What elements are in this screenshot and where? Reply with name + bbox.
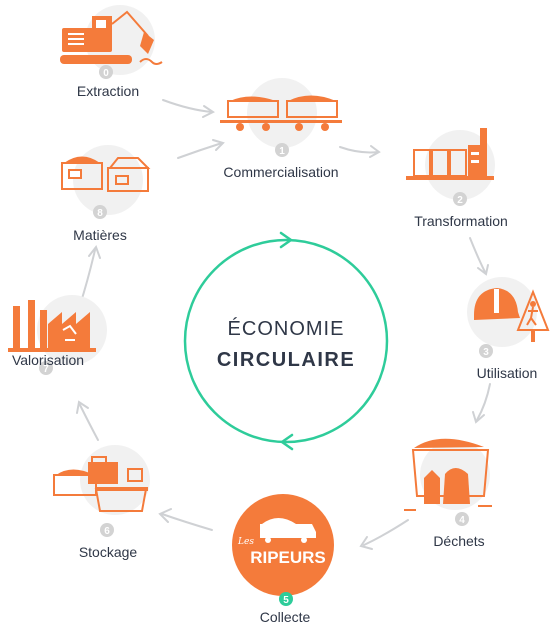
step-matieres: 8 Matières bbox=[61, 145, 151, 243]
step-label: Déchets bbox=[433, 533, 484, 549]
helmet-roadwork-icon bbox=[474, 288, 550, 342]
cycle-arrow-bottom bbox=[279, 433, 294, 451]
les-ripeurs-logo bbox=[232, 494, 334, 596]
cycle-arrows bbox=[76, 99, 491, 550]
waste-container-icon bbox=[404, 438, 492, 511]
material-boxes-icon bbox=[61, 156, 151, 192]
step-number: 0 bbox=[103, 68, 109, 79]
step-number: 7 bbox=[43, 364, 49, 375]
step-utilisation: 3 Utilisation bbox=[467, 277, 550, 381]
cycle-arrow-top bbox=[279, 231, 294, 249]
step-label-visible: Valorisation bbox=[12, 352, 84, 368]
step-collecte: Les RIPEURS 5 Collecte bbox=[232, 494, 334, 625]
logo-big-text: RIPEURS bbox=[250, 548, 326, 567]
step-extraction: 0 Extraction bbox=[60, 5, 163, 99]
step-label: Extraction bbox=[77, 83, 139, 99]
step-label: Utilisation bbox=[477, 365, 538, 381]
step-label: Commercialisation bbox=[223, 164, 338, 180]
step-number: 8 bbox=[97, 208, 103, 219]
step-label: Transformation bbox=[414, 213, 508, 229]
center-title-line2: CIRCULAIRE bbox=[217, 349, 355, 371]
step-label: Matières bbox=[73, 227, 127, 243]
step-number: 5 bbox=[283, 595, 289, 606]
step-number: 2 bbox=[457, 195, 463, 206]
logo-small-text: Les bbox=[237, 537, 254, 547]
step-commercialisation: 1 Commercialisation bbox=[220, 78, 342, 180]
factory-icon bbox=[406, 128, 494, 180]
storage-bins-icon bbox=[53, 456, 148, 512]
step-number: 3 bbox=[483, 347, 489, 358]
step-number: 1 bbox=[279, 146, 285, 157]
step-number: 4 bbox=[459, 515, 465, 526]
excavator-icon bbox=[60, 10, 163, 65]
cycle-ring bbox=[183, 238, 389, 444]
step-stockage: 6 Stockage bbox=[53, 445, 150, 560]
step-dechets: 4 Déchets bbox=[404, 438, 492, 549]
center-title-line1: ÉCONOMIE bbox=[228, 317, 345, 340]
rail-wagons-icon bbox=[220, 95, 342, 131]
truck-icon bbox=[260, 518, 316, 543]
step-label: Collecte bbox=[260, 609, 311, 625]
step-transformation: 2 Transformation bbox=[406, 128, 508, 229]
step-label: Stockage bbox=[79, 544, 138, 560]
center-cycle: ÉCONOMIE CIRCULAIRE bbox=[183, 231, 389, 451]
step-valorisation: 7 Valorisation Valorisation bbox=[8, 295, 107, 375]
recycling-plant-icon bbox=[8, 300, 96, 352]
step-number: 6 bbox=[104, 526, 110, 537]
